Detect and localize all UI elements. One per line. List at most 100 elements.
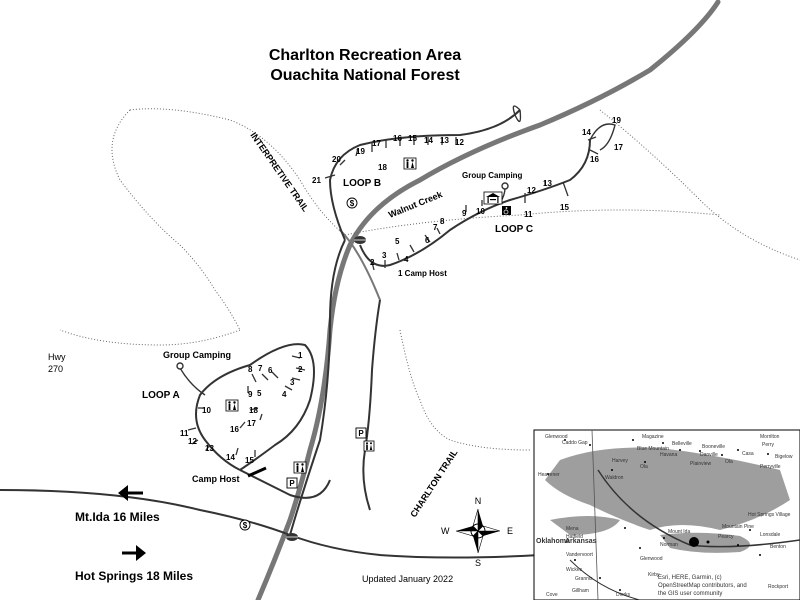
loop-a-road	[195, 343, 315, 471]
site-c19: 19	[612, 116, 621, 125]
inset-lake	[660, 532, 750, 553]
site-c10: 10	[476, 207, 485, 216]
site-c2: 2	[370, 258, 375, 267]
page-title-line2: Ouachita National Forest	[270, 67, 460, 84]
site-b18: 18	[378, 163, 387, 172]
site-a8: 8	[248, 365, 253, 374]
charlton-trail-label: CHARLTON TRAIL	[408, 447, 460, 519]
site-b19: 19	[356, 147, 365, 156]
loop-b-label: LOOP B	[343, 178, 381, 189]
fee-station-icon: $	[346, 197, 358, 209]
svg-text:Wickes: Wickes	[566, 567, 583, 573]
svg-text:Cove: Cove	[546, 592, 558, 598]
svg-text:Vandervoort: Vandervoort	[566, 552, 593, 558]
inset-attribution-line3: the GIS user community	[658, 591, 722, 597]
svg-text:$: $	[243, 521, 248, 530]
svg-text:Morrilton: Morrilton	[760, 434, 780, 440]
updated-date: Updated January 2022	[362, 574, 453, 584]
site-a4: 4	[282, 390, 287, 399]
site-a18: 18	[249, 406, 258, 415]
inset-lake-2	[550, 516, 620, 535]
site-c11: 11	[524, 210, 533, 219]
pavilion-icon	[483, 191, 503, 205]
site-a13: 13	[205, 444, 214, 453]
group-camping-c-marker	[501, 182, 509, 190]
svg-text:Bigelow: Bigelow	[775, 454, 793, 460]
inset-state-border	[591, 430, 599, 600]
svg-text:Havana: Havana	[660, 452, 677, 458]
site-c8: 8	[440, 217, 445, 226]
svg-text:Pearcy: Pearcy	[718, 534, 734, 540]
site-a11: 11	[180, 429, 189, 438]
inset-highway-2	[569, 559, 641, 600]
site-c7: 7	[433, 223, 438, 232]
loop-a-site-numbers: 1 2 3 4 5 6 7 8 9 10 11 12 13 14 15 16 1…	[180, 351, 303, 465]
site-b17: 17	[372, 139, 381, 148]
inset-highway	[597, 469, 800, 548]
site-b15: 15	[408, 134, 417, 143]
site-c17: 17	[614, 143, 623, 152]
svg-text:Hot Springs Village: Hot Springs Village	[748, 512, 791, 518]
site-a14: 14	[226, 453, 235, 462]
svg-text:Harvey: Harvey	[612, 458, 628, 464]
restroom-icon	[363, 440, 375, 452]
inset-place-labels: Glenwood Magazine Booneville Danville Ol…	[536, 434, 793, 598]
compass-north: N	[475, 496, 482, 506]
loop-c-site-numbers: 2 3 4 5 6 7 8 9 10 11 12 13 14 15 16 17 …	[370, 116, 623, 267]
loop-c-label: LOOP C	[495, 224, 533, 235]
svg-text:Mount Ida: Mount Ida	[668, 529, 690, 535]
site-a7: 7	[258, 364, 263, 373]
inset-attribution-line1: Esri, HERE, Garmin, (c)	[658, 575, 722, 581]
site-c4: 4	[404, 255, 409, 264]
svg-text:Heavener: Heavener	[538, 472, 560, 478]
svg-text:Danville: Danville	[700, 452, 718, 458]
interpretive-trail-label: INTERPRETIVE TRAIL	[248, 130, 311, 214]
walnut-creek	[255, 0, 721, 600]
site-a5: 5	[257, 389, 262, 398]
restroom-icon	[225, 399, 239, 412]
svg-text:Perry: Perry	[762, 442, 774, 448]
compass-south: S	[475, 558, 481, 568]
loop-a-group-camping-road	[179, 367, 206, 396]
svg-text:$: $	[350, 199, 355, 208]
svg-text:Dierks: Dierks	[616, 592, 631, 598]
svg-text:Arkansas: Arkansas	[565, 538, 597, 545]
site-c15: 15	[560, 203, 569, 212]
inset-attribution-line2: OpenStreetMap contributors, and	[658, 583, 747, 589]
site-b13: 13	[440, 136, 449, 145]
hwy-number-label: 270	[48, 364, 63, 374]
svg-text:Glenwood: Glenwood	[640, 556, 663, 562]
loop-c-spurs	[371, 136, 599, 271]
loop-b-spurs	[324, 137, 457, 179]
restroom-icon	[293, 461, 307, 474]
svg-text:Magazine: Magazine	[642, 434, 664, 440]
loop-c-spur	[362, 299, 381, 511]
loop-b-turnaround	[512, 105, 522, 123]
svg-text:Casa: Casa	[742, 451, 754, 457]
svg-text:Ola: Ola	[725, 459, 733, 465]
site-c13: 13	[543, 179, 552, 188]
camp-host-a-marker	[247, 466, 267, 478]
site-a10: 10	[202, 406, 211, 415]
svg-text:Oklahoma: Oklahoma	[536, 538, 570, 545]
compass-rose-icon	[455, 508, 501, 554]
site-b21: 21	[312, 176, 321, 185]
site-a2: 2	[298, 365, 303, 374]
site-a12: 12	[188, 437, 197, 446]
site-a15: 15	[245, 456, 254, 465]
parking-spur	[239, 469, 331, 499]
site-a17: 17	[247, 419, 256, 428]
restroom-icon	[403, 157, 417, 170]
site-b14: 14	[424, 136, 433, 145]
group-camping-a-label: Group Camping	[163, 350, 231, 360]
parking-icon: P	[355, 427, 367, 439]
svg-text:Belleville: Belleville	[672, 441, 692, 447]
svg-text:P: P	[289, 479, 295, 488]
svg-text:Mountain Pine: Mountain Pine	[722, 524, 754, 530]
loop-a-label: LOOP A	[142, 390, 180, 401]
site-a1: 1	[298, 351, 303, 360]
svg-text:Ola: Ola	[640, 464, 648, 470]
svg-text:Glenwood: Glenwood	[545, 434, 568, 440]
arrow-right-icon	[122, 545, 146, 561]
charlton-trail-path	[344, 209, 721, 451]
